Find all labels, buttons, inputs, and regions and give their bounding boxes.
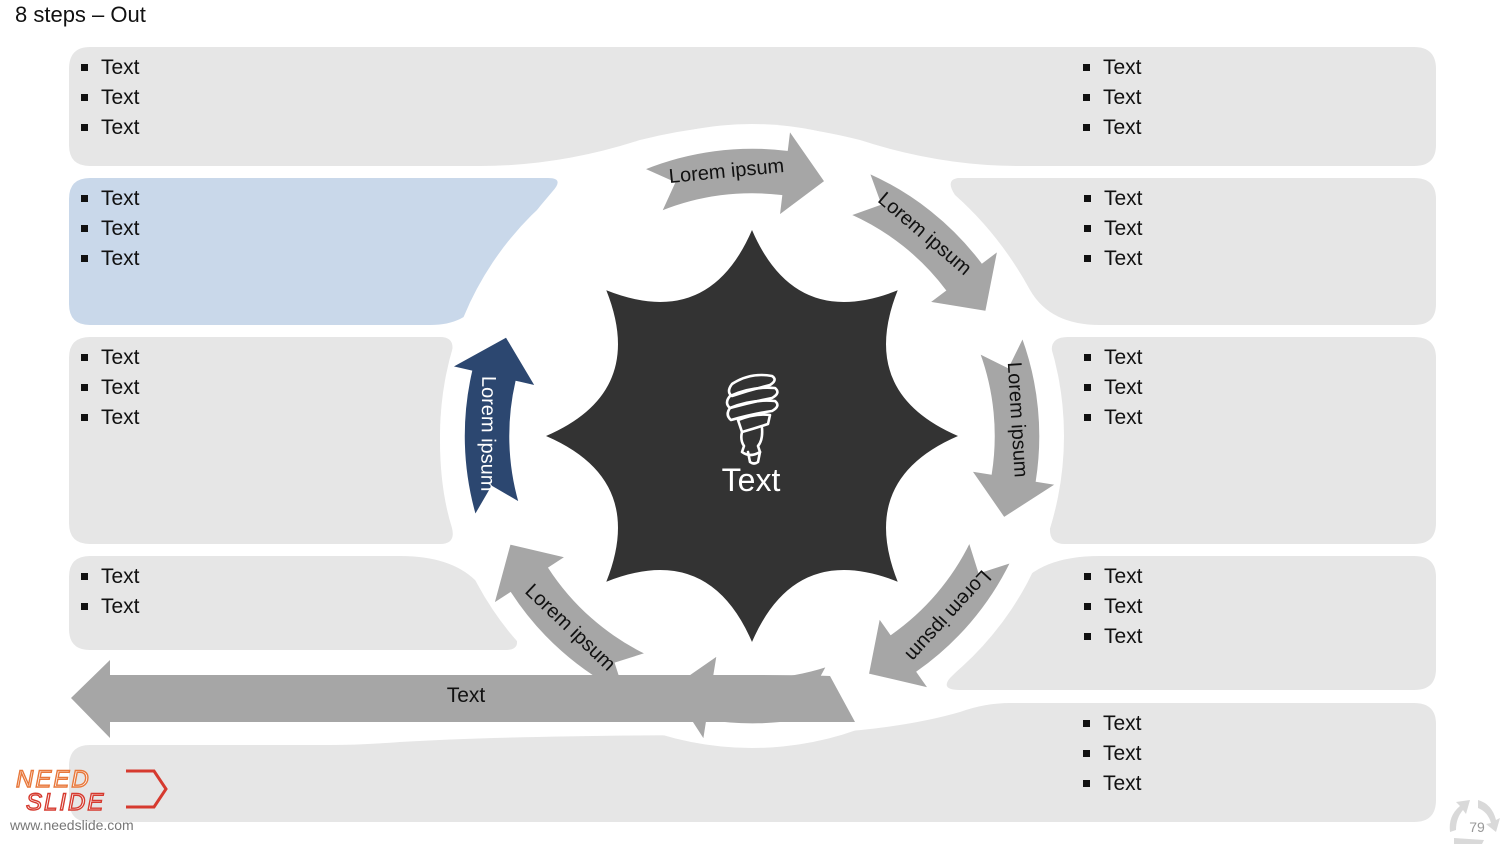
- bullet-item: Text: [80, 113, 140, 143]
- bullet-item: Text: [1083, 244, 1143, 274]
- panel-left-3: [69, 556, 518, 650]
- slide-title: 8 steps – Out: [15, 2, 146, 27]
- cycle-step-arrow[interactable]: [848, 171, 1000, 313]
- bullet-item: Text: [1083, 562, 1143, 592]
- bullet-item: Text: [1082, 53, 1142, 83]
- bullet-item: Text: [80, 184, 140, 214]
- bullet-item: Text: [1083, 343, 1143, 373]
- bullet-item: Text: [1083, 403, 1143, 433]
- bullet-item: Text: [1082, 83, 1142, 113]
- bullet-item: Text: [80, 562, 140, 592]
- cycle-step-arrow[interactable]: [492, 542, 648, 697]
- bullet-item: Text: [80, 403, 140, 433]
- panel-right-1: [950, 178, 1436, 325]
- bullet-item: Text: [80, 592, 140, 622]
- bullet-item: Text: [1083, 592, 1143, 622]
- cycle-step-arrow[interactable]: [642, 128, 827, 218]
- website-url: www.needslide.com: [10, 817, 134, 833]
- needslide-logo: NEED SLIDE: [15, 765, 168, 815]
- center-label: Text: [721, 462, 781, 498]
- bullet-item: Text: [80, 373, 140, 403]
- panel-right-2: [1049, 337, 1436, 544]
- bullet-item: Text: [80, 343, 140, 373]
- bullet-item: Text: [1083, 622, 1143, 652]
- panel-right-3: [946, 556, 1436, 690]
- bullet-item: Text: [1082, 739, 1142, 769]
- page-number: 79: [1469, 819, 1485, 835]
- bullet-item: Text: [1083, 184, 1143, 214]
- panel-left-1: [69, 178, 558, 325]
- cycle-step-arrow[interactable]: [867, 540, 1013, 690]
- panel-left-2: [69, 337, 453, 544]
- bullet-item: Text: [1083, 373, 1143, 403]
- out-arrow[interactable]: [71, 660, 855, 738]
- cycle-step-arrow[interactable]: [449, 335, 538, 518]
- bullet-item: Text: [80, 214, 140, 244]
- cycle-step-label: Lorem ipsum: [476, 376, 499, 492]
- panels-layer: [69, 47, 1436, 822]
- panel-bottom: [69, 703, 1436, 822]
- out-arrow-label: Text: [446, 684, 486, 707]
- center-star: [546, 230, 958, 642]
- bullet-item: Text: [80, 244, 140, 274]
- panel-top: [69, 47, 1436, 166]
- bullet-item: Text: [1082, 709, 1142, 739]
- lightbulb-icon: [725, 373, 779, 465]
- bullet-item: Text: [80, 83, 140, 113]
- recycle-icon: [1449, 800, 1500, 844]
- bullet-item: Text: [1083, 214, 1143, 244]
- logo-line1: NEED: [16, 766, 91, 793]
- cycle-step-arrow[interactable]: [969, 335, 1059, 519]
- logo-line2: SLIDE: [26, 789, 105, 815]
- bullet-item: Text: [80, 53, 140, 83]
- bullet-item: Text: [1082, 769, 1142, 799]
- bullet-item: Text: [1082, 113, 1142, 143]
